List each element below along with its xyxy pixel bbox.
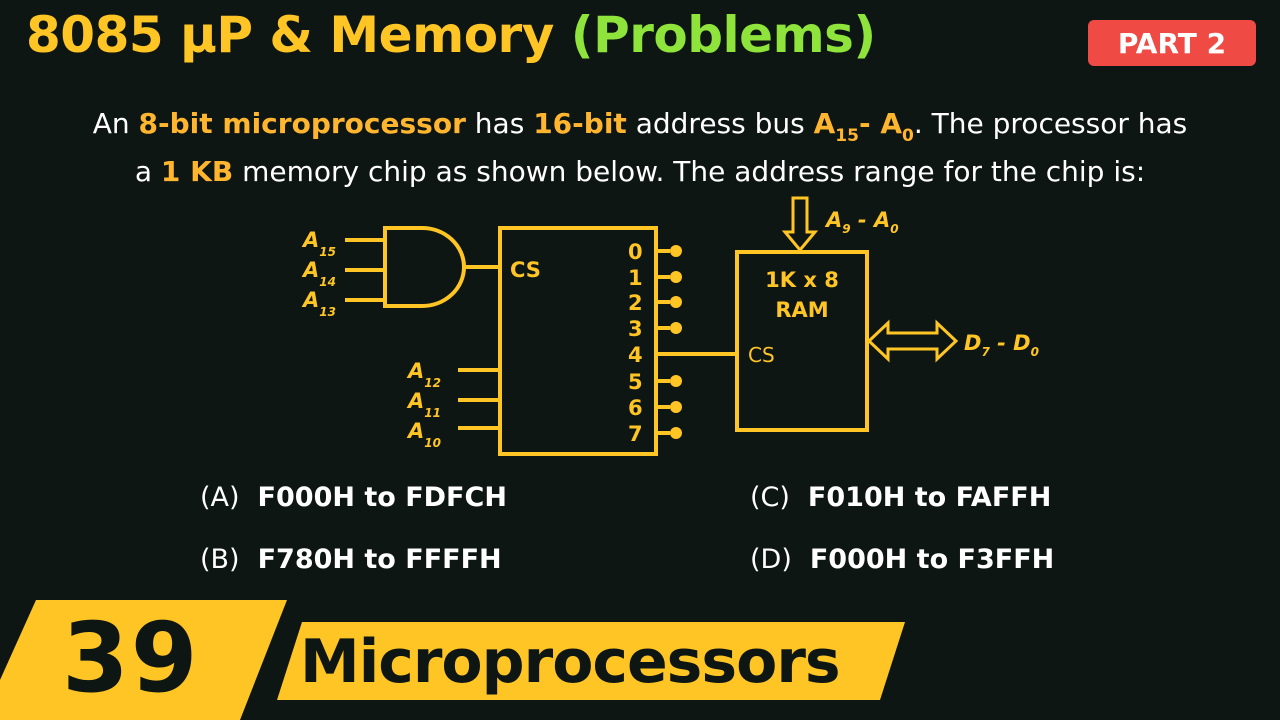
- footer-number-bg: [0, 600, 287, 720]
- option-d[interactable]: (D) F000H to F3FFH: [750, 544, 1054, 575]
- title-problems: (Problems): [570, 6, 877, 64]
- output-1: 1: [628, 266, 643, 290]
- title-main: 8085 µP & Memory: [26, 6, 554, 64]
- decoder-output-bubbles: [670, 245, 682, 439]
- question-highlight: 16-bit: [533, 107, 627, 140]
- and-gate: [383, 226, 466, 308]
- output-0: 0: [628, 240, 643, 264]
- label-a12: A12: [406, 359, 441, 390]
- bubble-stubs: [656, 249, 670, 435]
- decoder-box: [498, 226, 658, 456]
- output-7: 7: [628, 422, 643, 446]
- address-a15: A: [813, 107, 836, 140]
- address-a0-subscript: 0: [902, 126, 914, 146]
- output-2: 2: [628, 291, 643, 315]
- label-a11: A11: [406, 389, 441, 420]
- question-fragment: memory chip as shown below. The address …: [233, 155, 1146, 188]
- ram-data-label: D7 - D0: [964, 331, 1039, 359]
- output-4: 4: [628, 343, 643, 367]
- footer-series-bg: [277, 622, 905, 700]
- output-5: 5: [628, 370, 643, 394]
- footer-corner-cut: [0, 600, 36, 680]
- option-letter: (D): [750, 544, 792, 575]
- series-title: Microprocessors: [300, 627, 841, 697]
- decoder-cs-label: CS: [510, 258, 541, 282]
- bubble-2: [670, 296, 682, 308]
- page-title: 8085 µP & Memory (Problems): [26, 6, 876, 64]
- footer-band: [0, 600, 905, 720]
- label-a15: A15: [301, 228, 336, 259]
- option-a[interactable]: (A) F000H to FDFCH: [200, 482, 507, 513]
- output-3: 3: [628, 317, 643, 341]
- question-highlight: 8-bit microprocessor: [138, 107, 466, 140]
- question-fragment: An: [92, 107, 139, 140]
- option-letter: (A): [200, 482, 240, 513]
- address-arrow-icon: [781, 196, 819, 253]
- question-text: An 8-bit microprocessor has 16-bit addre…: [40, 102, 1240, 194]
- bubble-0: [670, 245, 682, 257]
- episode-number: 39: [62, 602, 200, 714]
- bubble-3: [670, 322, 682, 334]
- ram-address-label: A9 - A0: [824, 208, 899, 236]
- ram-label-type: RAM: [775, 298, 828, 322]
- question-highlight: 1 KB: [160, 155, 234, 188]
- question-fragment: . The processor has: [913, 107, 1188, 140]
- ram-label-size: 1K x 8: [765, 268, 839, 292]
- output-6: 6: [628, 396, 643, 420]
- address-a15-subscript: 15: [835, 126, 859, 146]
- option-answer: F000H to F3FFH: [809, 544, 1055, 575]
- question-fragment: address bus: [626, 107, 814, 140]
- label-a13: A13: [301, 288, 336, 319]
- question-fragment: a: [134, 155, 161, 188]
- option-answer: F780H to FFFFH: [257, 544, 502, 575]
- option-answer: F010H to FAFFH: [807, 482, 1052, 513]
- question-fragment: has: [465, 107, 534, 140]
- option-letter: (C): [750, 482, 790, 513]
- bubble-1: [670, 271, 682, 283]
- bubble-5: [670, 375, 682, 387]
- address-a0: A: [880, 107, 903, 140]
- option-b[interactable]: (B) F780H to FFFFH: [200, 544, 502, 575]
- ram-cs-label: CS: [748, 343, 775, 367]
- option-c[interactable]: (C) F010H to FAFFH: [750, 482, 1051, 513]
- part-badge: PART 2: [1088, 20, 1256, 66]
- bubble-6: [670, 401, 682, 413]
- bubble-7: [670, 427, 682, 439]
- option-answer: F000H to FDFCH: [257, 482, 507, 513]
- data-bus-arrow-icon: [866, 319, 959, 363]
- option-letter: (B): [200, 544, 240, 575]
- label-a10: A10: [406, 419, 441, 450]
- address-dash: -: [858, 107, 881, 140]
- label-a14: A14: [301, 258, 336, 289]
